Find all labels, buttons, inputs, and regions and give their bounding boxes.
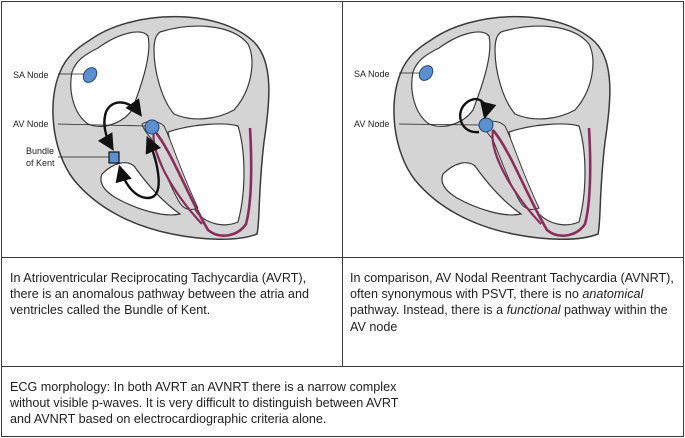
reentry-loop-arrow — [459, 97, 497, 134]
avnrt-text-part3: pathway within the AV node — [350, 303, 668, 334]
avnrt-heart-diagram: SA Node AV Node — [354, 15, 611, 240]
right-atrium-chamber — [411, 31, 491, 127]
reentry-arrow-top — [97, 98, 142, 151]
av-node-label: AV Node — [13, 119, 48, 129]
avnrt-description: In comparison, AV Nodal Reentrant Tachyc… — [350, 270, 675, 335]
ecg-morphology-panel: ECG morphology: In both AVRT an AVNRT th… — [1, 366, 684, 437]
kent-label-line2: of Kent — [26, 158, 55, 168]
conduction-pathway-left — [152, 127, 253, 237]
avnrt-text-italic1: anatomical — [582, 287, 644, 302]
avnrt-text-part2: pathway. Instead, there is a — [350, 303, 507, 318]
avnrt-description-panel: In comparison, AV Nodal Reentrant Tachyc… — [342, 257, 684, 367]
avnrt-text-italic2: functional — [506, 303, 561, 318]
av-leader-line — [57, 123, 146, 127]
bundle-of-kent — [108, 151, 120, 164]
av-leader-line — [398, 123, 480, 126]
left-atrium-chamber — [494, 25, 594, 120]
avnrt-diagram-panel: SA Node AV Node — [342, 1, 684, 258]
sa-node — [82, 67, 98, 83]
conduction-pathway-left — [491, 127, 592, 237]
av-node-label: AV Node — [354, 119, 389, 129]
kent-label-line1: Bundle — [26, 146, 54, 156]
avrt-description: In Atrioventricular Reciprocating Tachyc… — [10, 271, 309, 318]
av-node — [144, 119, 160, 135]
av-node — [478, 117, 494, 133]
avrt-heart-diagram: SA Node AV Node Bundle of Kent — [13, 15, 270, 240]
conduction-pathway-right — [491, 129, 542, 225]
ecg-morphology-text: ECG morphology: In both AVRT an AVNRT th… — [10, 380, 399, 427]
avrt-diagram-panel: SA Node AV Node Bundle of Kent — [1, 1, 343, 258]
sa-node-label: SA Node — [354, 69, 390, 79]
avrt-description-panel: In Atrioventricular Reciprocating Tachyc… — [1, 257, 343, 367]
reentry-arrow-bottom — [115, 135, 162, 200]
sa-node-label: SA Node — [13, 70, 49, 80]
right-ventricle-chamber — [441, 162, 523, 216]
left-atrium-chamber — [153, 25, 253, 120]
avnrt-text-part1: In comparison, AV Nodal Reentrant Tachyc… — [350, 271, 674, 302]
sa-node — [418, 65, 434, 81]
